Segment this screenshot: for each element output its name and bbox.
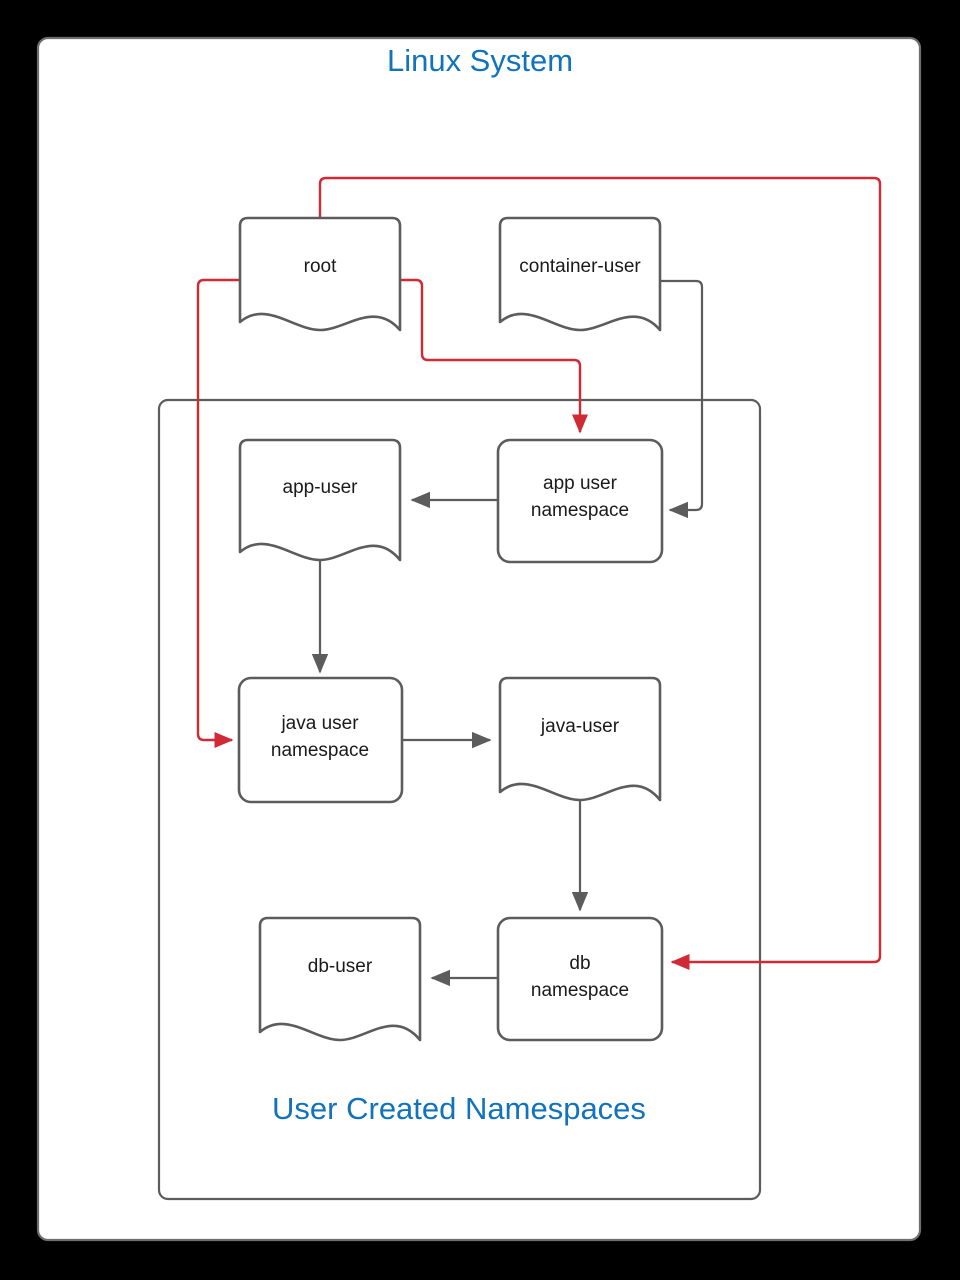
edge-container-user-to-app-user-namespace xyxy=(660,279,704,519)
edge-root-to-db-namespace xyxy=(318,176,882,970)
linux-system-title: Linux System xyxy=(387,43,573,78)
container-user-label: container-user xyxy=(519,256,641,277)
root-document-shape xyxy=(238,216,402,332)
app-user-namespace-label-line1: app user xyxy=(543,473,618,494)
edge-root-to-java-user-namespace xyxy=(196,278,240,748)
node-java-user-namespace[interactable]: java user namespace xyxy=(237,676,404,804)
node-root[interactable]: root xyxy=(238,216,402,332)
java-user-label: java-user xyxy=(540,716,620,737)
app-user-namespace-label-line2: namespace xyxy=(531,500,629,521)
node-app-user-namespace[interactable]: app user namespace xyxy=(496,438,664,564)
node-container-user[interactable]: container-user xyxy=(498,216,662,332)
edge-root-to-app-user-namespace xyxy=(400,278,588,434)
app-user-label: app-user xyxy=(283,477,359,498)
db-namespace-box xyxy=(496,916,664,1042)
db-user-label: db-user xyxy=(308,956,373,977)
db-namespace-label-line1: db xyxy=(569,953,590,974)
java-user-namespace-box xyxy=(237,676,404,804)
db-user-document-shape xyxy=(258,916,422,1042)
java-user-namespace-label-line2: namespace xyxy=(271,740,369,761)
app-user-namespace-box xyxy=(496,438,664,564)
node-java-user[interactable]: java-user xyxy=(498,676,662,802)
user-created-namespaces-title: User Created Namespaces xyxy=(272,1091,646,1126)
node-app-user[interactable]: app-user xyxy=(238,438,402,562)
node-db-user[interactable]: db-user xyxy=(258,916,422,1042)
java-user-document-shape xyxy=(498,676,662,802)
java-user-namespace-label-line1: java user xyxy=(280,713,359,734)
node-db-namespace[interactable]: db namespace xyxy=(496,916,664,1042)
app-user-document-shape xyxy=(238,438,402,562)
container-user-document-shape xyxy=(498,216,662,332)
db-namespace-label-line2: namespace xyxy=(531,980,629,1001)
root-label: root xyxy=(304,256,337,277)
